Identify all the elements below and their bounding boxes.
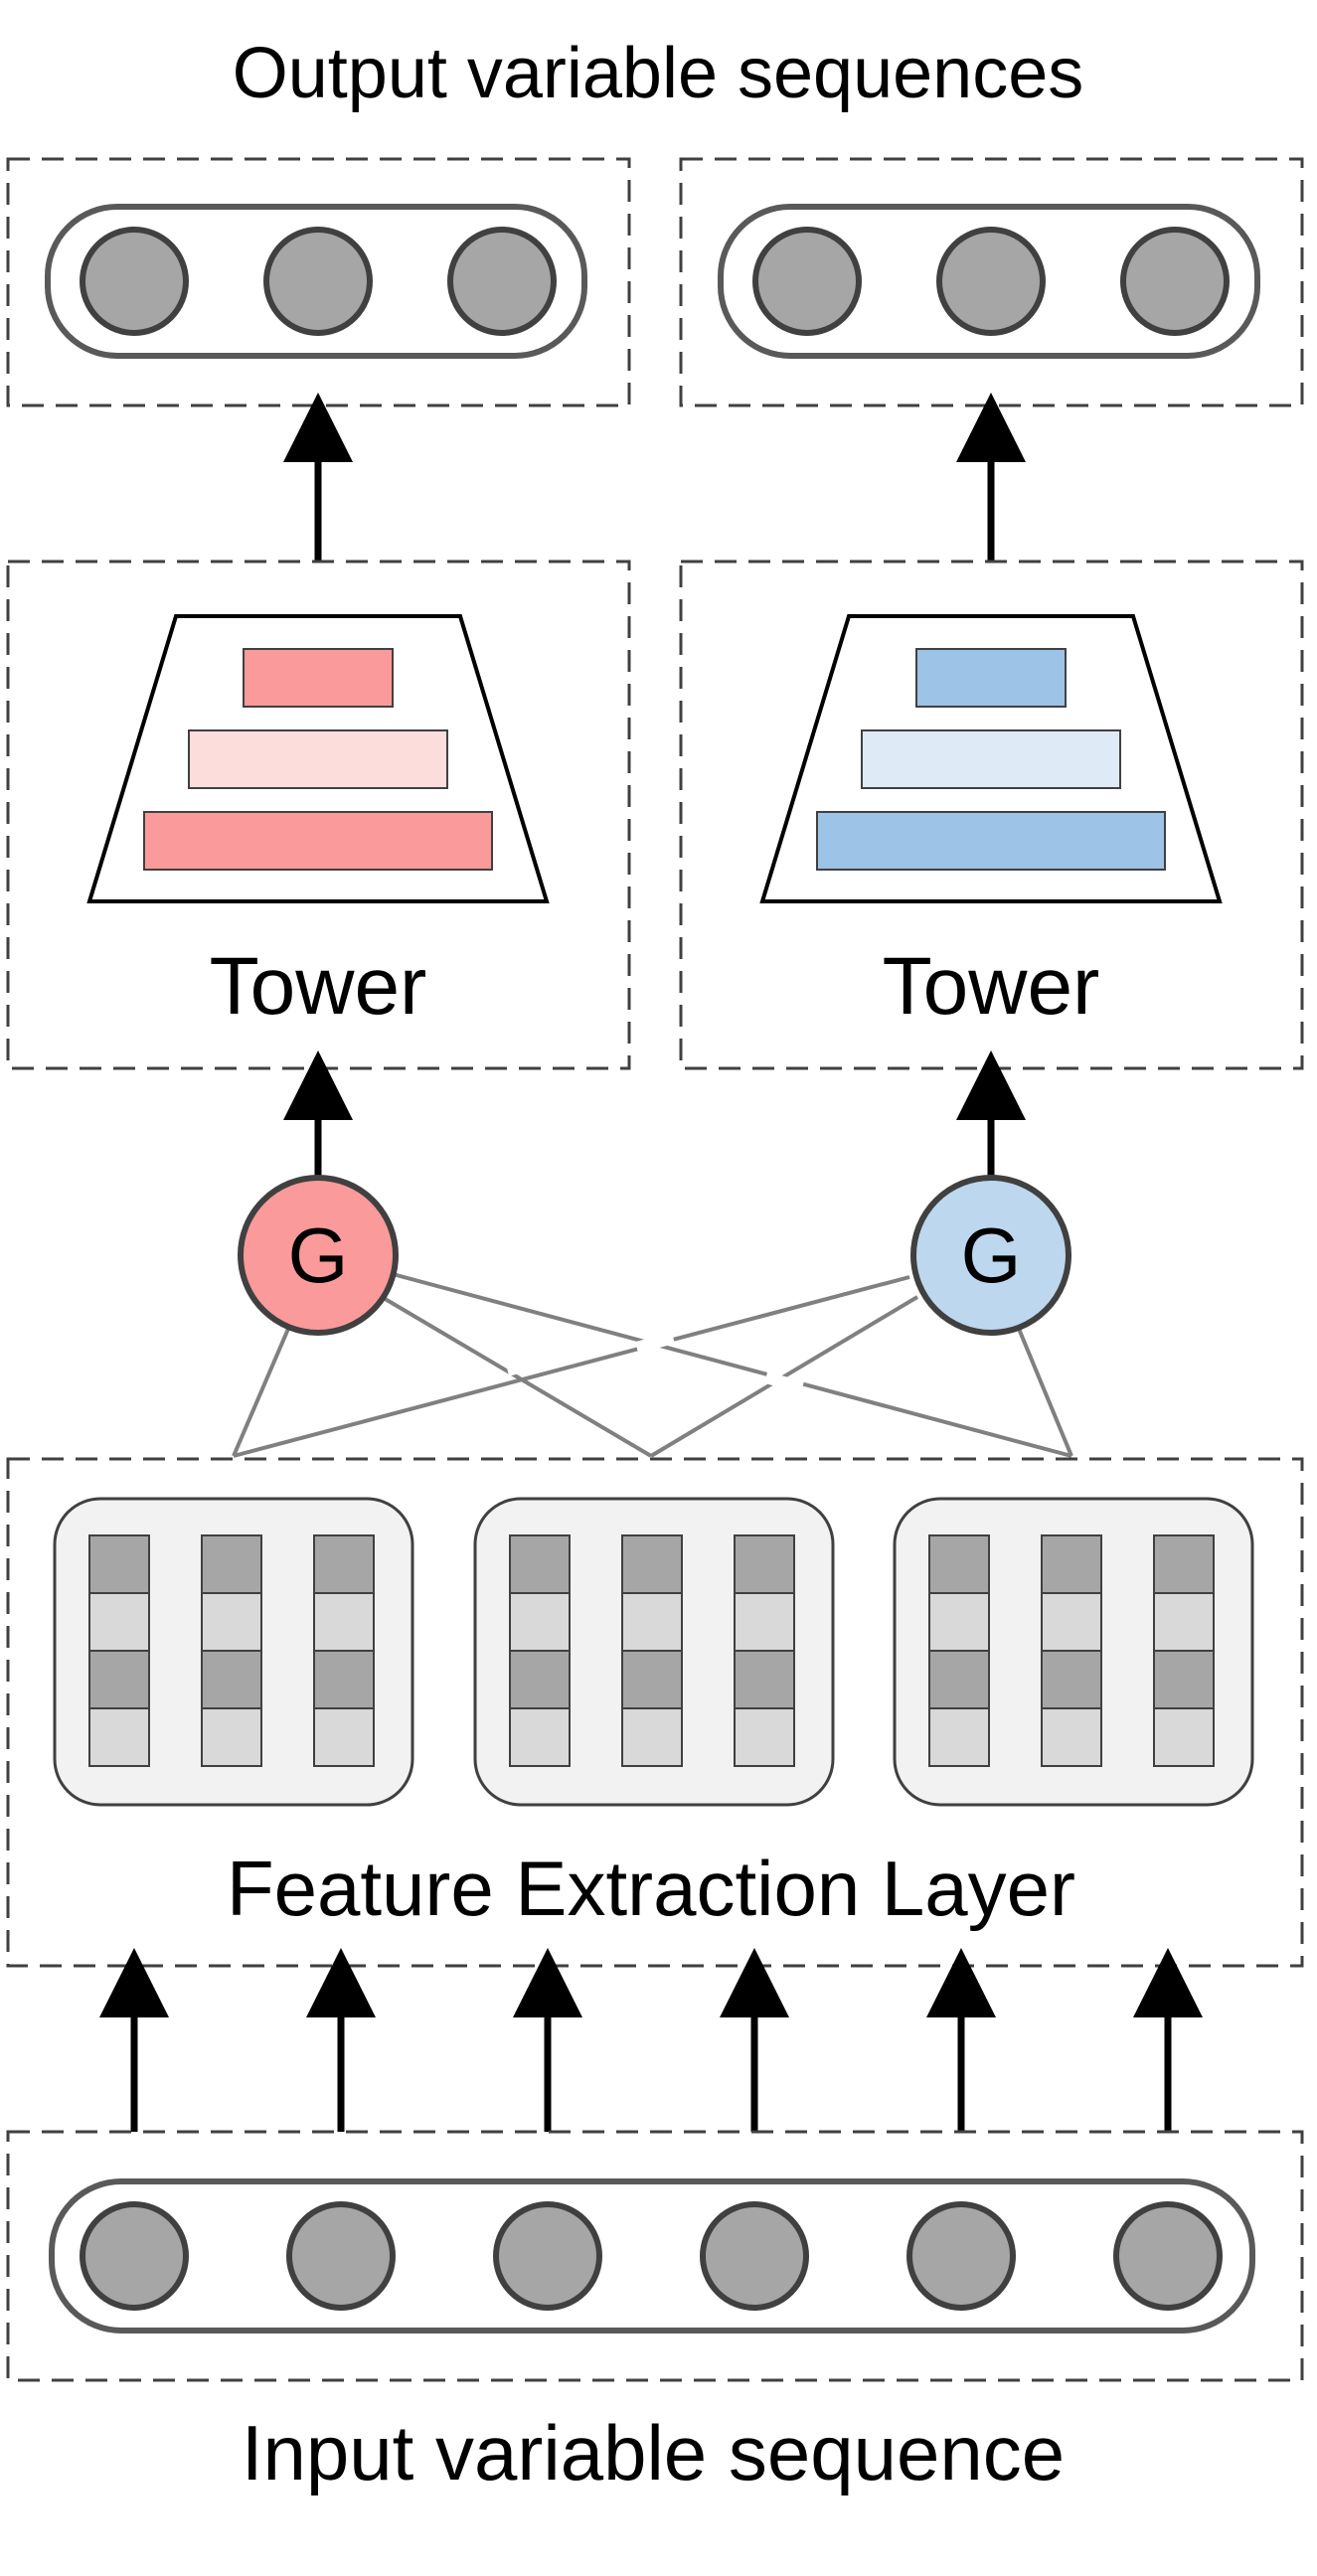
gate-label-right: G xyxy=(961,1211,1022,1299)
expert-column xyxy=(1153,1534,1215,1767)
input-node xyxy=(700,2201,809,2311)
crossing-gap xyxy=(506,1355,546,1376)
crossing-gap xyxy=(635,1332,675,1354)
expert-block-1 xyxy=(53,1497,414,1807)
tower-label-left: Tower xyxy=(210,941,427,1032)
tower-left: Tower xyxy=(6,560,631,1070)
input-sequence-title: Input variable sequence xyxy=(242,2409,1065,2496)
input-node xyxy=(286,2201,396,2311)
output-frame-left xyxy=(6,157,631,407)
tower-layer-mid-right xyxy=(861,729,1121,789)
input-node xyxy=(906,2201,1016,2311)
output-node xyxy=(263,227,373,336)
expert-column xyxy=(313,1534,375,1767)
expert-block-2 xyxy=(473,1497,835,1807)
output-node xyxy=(1120,227,1230,336)
input-sequence xyxy=(6,2130,1304,2382)
output-sequence-left xyxy=(6,157,631,407)
gate-label-left: G xyxy=(288,1211,349,1299)
tower-layer-bottom-right xyxy=(816,811,1166,871)
input-node xyxy=(80,2201,189,2311)
output-node xyxy=(936,227,1046,336)
expert-column xyxy=(734,1534,795,1767)
tower-label-right: Tower xyxy=(883,941,1100,1032)
tower-layer-top-left xyxy=(243,648,394,708)
output-node xyxy=(752,227,862,336)
crossing-gap xyxy=(764,1371,804,1393)
expert-column xyxy=(201,1534,262,1767)
gate-line xyxy=(232,1328,290,1457)
expert-column xyxy=(621,1534,683,1767)
output-sequences-title: Output variable sequences xyxy=(233,34,1084,113)
input-capsule xyxy=(49,2178,1255,2334)
output-sequence-right xyxy=(679,157,1304,407)
input-arrows xyxy=(99,1948,1203,2132)
input-node xyxy=(1113,2201,1223,2311)
input-node xyxy=(493,2201,602,2311)
tower-right: Tower xyxy=(679,560,1304,1070)
feature-layer-frame xyxy=(6,1457,1304,1968)
tower-layer-top-right xyxy=(915,648,1067,708)
expert-block-3 xyxy=(893,1497,1254,1807)
gate-right: G xyxy=(910,1175,1071,1336)
expert-column xyxy=(509,1534,571,1767)
gate-line xyxy=(233,1275,910,1458)
gate-line xyxy=(392,1272,1072,1458)
output-node xyxy=(447,227,557,336)
gate-line xyxy=(380,1295,653,1458)
expert-column xyxy=(928,1534,990,1767)
expert-column xyxy=(1041,1534,1102,1767)
gate-connections xyxy=(232,1272,1073,1458)
input-frame xyxy=(6,2130,1304,2382)
gate-circle-right xyxy=(910,1175,1071,1336)
output-node xyxy=(80,227,189,336)
output-frame-right xyxy=(679,157,1304,407)
tower-layer-bottom-left xyxy=(143,811,493,871)
tower-layer-mid-left xyxy=(188,729,448,789)
expert-column xyxy=(88,1534,150,1767)
gate-left: G xyxy=(238,1175,399,1336)
feature-extraction-layer: Feature Extraction Layer xyxy=(6,1457,1304,1968)
gate-circle-left xyxy=(238,1175,399,1336)
gate-line xyxy=(1017,1328,1073,1457)
feature-layer-label: Feature Extraction Layer xyxy=(227,1845,1075,1932)
